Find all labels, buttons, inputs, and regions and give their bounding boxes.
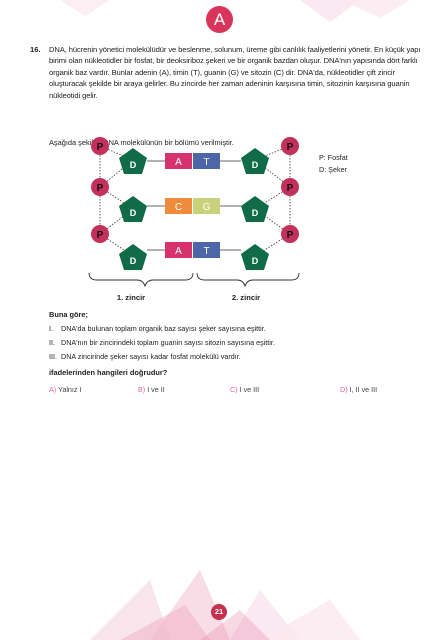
phosphate-left-1 xyxy=(91,137,109,155)
statement-1: I. DNA'da bulunan toplam organik baz say… xyxy=(49,324,266,333)
option-a-text: Yalnız I xyxy=(58,385,82,394)
sugar-right-2 xyxy=(241,196,269,222)
sugar-left-1-label: D xyxy=(130,160,137,170)
phosphate-left-2-label: P xyxy=(97,183,104,194)
phosphate-right-1-label: P xyxy=(287,142,294,153)
figure-intro: Aşağıda şekilde DNA molekülünün bir bölü… xyxy=(49,138,234,147)
base-A-1 xyxy=(165,153,192,169)
question-paragraph: DNA, hücrenin yönetici molekülüdür ve be… xyxy=(49,45,421,100)
phosphate-left-3 xyxy=(91,225,109,243)
header-decoration xyxy=(60,0,410,22)
statement-1-text: DNA'da bulunan toplam organik baz sayısı… xyxy=(61,324,266,333)
section-badge: A xyxy=(206,6,233,33)
base-right-3-label: T xyxy=(203,246,209,257)
phosphate-left-3-label: P xyxy=(97,230,104,241)
phosphate-right-3 xyxy=(281,225,299,243)
footer-decoration xyxy=(90,570,360,640)
base-right-1-label: T xyxy=(203,157,209,168)
phosphate-left-1-label: P xyxy=(97,142,104,153)
chain-2-brace xyxy=(196,272,300,288)
option-c[interactable]: C) I ve III xyxy=(230,385,259,394)
base-C-2 xyxy=(165,198,192,214)
option-b-letter: B) xyxy=(138,385,146,394)
question-number: 16. xyxy=(30,45,41,54)
base-right-2-label: G xyxy=(203,202,211,213)
option-b[interactable]: B) I ve II xyxy=(138,385,165,394)
legend-phosphate: P: Fosfat xyxy=(319,153,348,162)
statement-3-text: DNA zincirinde şeker sayısı kadar fosfat… xyxy=(61,352,241,361)
option-c-text: I ve III xyxy=(239,385,260,394)
statement-2-text: DNA'nın bir zincirindeki toplam guanin s… xyxy=(61,338,275,347)
statement-2: II. DNA'nın bir zincirindeki toplam guan… xyxy=(49,338,275,347)
sugar-left-3-label: D xyxy=(130,256,137,266)
sugar-right-1-label: D xyxy=(252,160,259,170)
chain-1-label: 1. zincir xyxy=(117,293,145,302)
chain-1-brace xyxy=(88,272,194,288)
option-d-text: I, II ve III xyxy=(349,385,378,394)
base-T-3 xyxy=(193,242,220,258)
sugar-right-1 xyxy=(241,148,269,174)
phosphate-right-3-label: P xyxy=(287,230,294,241)
chain-2-label: 2. zincir xyxy=(232,293,260,302)
base-T-1 xyxy=(193,153,220,169)
sugar-left-1 xyxy=(119,148,147,174)
phosphate-right-2 xyxy=(281,178,299,196)
question-ask: ifadelerinden hangileri doğrudur? xyxy=(49,368,168,377)
option-d-letter: D) xyxy=(340,385,348,394)
nucleotide-pair-row-2: P D C G D P xyxy=(91,178,299,222)
statements-lead: Buna göre; xyxy=(49,310,89,319)
option-b-text: I ve II xyxy=(147,385,165,394)
page-number: 21 xyxy=(211,604,227,620)
statement-3: III. DNA zincirinde şeker sayısı kadar f… xyxy=(49,352,241,361)
sugar-right-3-label: D xyxy=(252,256,259,266)
option-a[interactable]: A) Yalnız I xyxy=(49,385,82,394)
dna-figure: P D A T D P P D C G D P P D A xyxy=(88,137,300,302)
phosphate-right-2-label: P xyxy=(287,183,294,194)
nucleotide-pair-row-1: P D A T D P xyxy=(91,137,299,174)
sugar-right-3 xyxy=(241,244,269,270)
phosphate-right-1 xyxy=(281,137,299,155)
base-left-3-label: A xyxy=(175,246,182,257)
option-a-letter: A) xyxy=(49,385,57,394)
option-c-letter: C) xyxy=(230,385,238,394)
base-left-2-label: C xyxy=(175,202,182,213)
statement-1-number: I. xyxy=(49,324,53,333)
statement-3-number: III. xyxy=(49,352,57,361)
figure-legend: P: Fosfat D: Şeker xyxy=(319,152,348,176)
sugar-left-2 xyxy=(119,196,147,222)
base-G-2 xyxy=(193,198,220,214)
sugar-right-2-label: D xyxy=(252,208,259,218)
statement-2-number: II. xyxy=(49,338,55,347)
sugar-left-2-label: D xyxy=(130,208,137,218)
sugar-left-3 xyxy=(119,244,147,270)
base-A-3 xyxy=(165,242,192,258)
phosphate-left-2 xyxy=(91,178,109,196)
option-d[interactable]: D) I, II ve III xyxy=(340,385,377,394)
legend-sugar: D: Şeker xyxy=(319,165,347,174)
nucleotide-pair-row-3: P D A T D P xyxy=(91,225,299,270)
base-left-1-label: A xyxy=(175,157,182,168)
